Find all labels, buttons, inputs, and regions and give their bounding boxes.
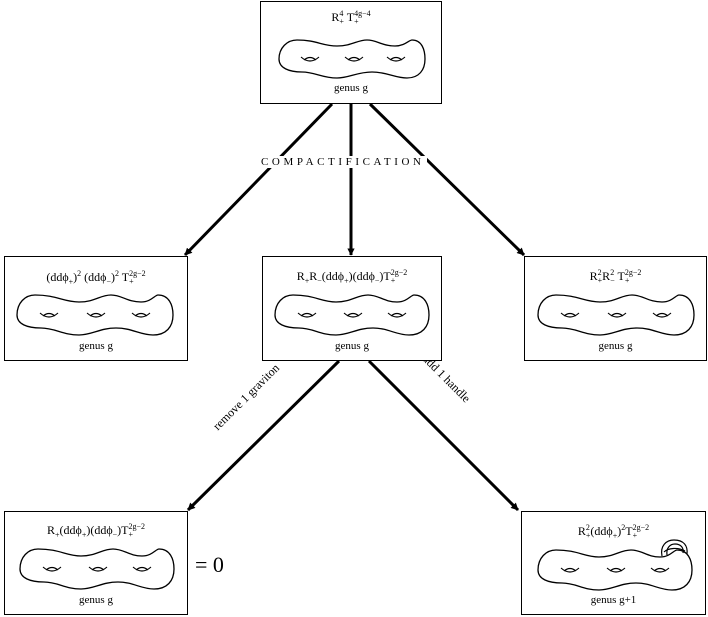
arrow-top-to-left	[183, 102, 334, 257]
caption-top: genus g	[334, 82, 368, 94]
riemann-surface-genus-g	[278, 39, 426, 79]
caption-middle: genus g	[335, 340, 369, 352]
riemann-surface-genus-g-plus-1	[537, 539, 693, 591]
arrow-top-to-right	[368, 102, 526, 257]
compactification-label: COMPACTIFICATION	[259, 156, 427, 168]
caption-bottom-left: genus g	[79, 594, 113, 606]
riemann-surface-genus-g	[537, 294, 695, 336]
extra-handle-icon	[661, 539, 688, 557]
equals-zero-label: = 0	[195, 552, 224, 577]
riemann-surface-genus-g	[274, 294, 430, 336]
caption-left: genus g	[79, 340, 113, 352]
riemann-surface-genus-g	[19, 548, 175, 590]
caption-bottom-right: genus g+1	[590, 594, 637, 606]
arrow-middle-to-bottom-right	[367, 359, 520, 512]
caption-right: genus g	[598, 340, 633, 352]
arrow-middle-to-bottom-left	[186, 359, 341, 512]
riemann-surface-genus-g	[16, 294, 174, 336]
